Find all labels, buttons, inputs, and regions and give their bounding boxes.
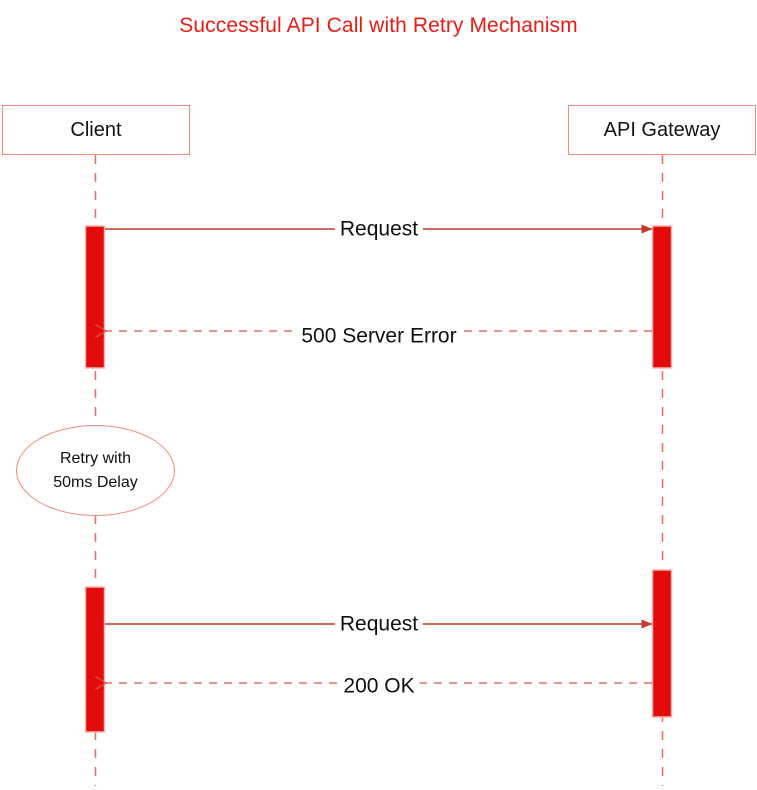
message-label-500-server-error: 500 Server Error [296, 325, 462, 347]
participant-box-api-gateway[interactable]: API Gateway [568, 105, 756, 155]
diagram-title: Successful API Call with Retry Mechanism [179, 14, 578, 37]
message-label-request-2: Request [334, 613, 424, 635]
message-label-request-1: Request [334, 218, 424, 240]
participant-label-api-gateway: API Gateway [603, 118, 721, 141]
note-retry-delay[interactable]: Retry with 50ms Delay [16, 425, 175, 516]
note-retry-delay-line-1: Retry with [59, 450, 132, 468]
participant-box-client[interactable]: Client [2, 105, 190, 155]
activation-bar-client-1 [84, 225, 106, 369]
note-retry-delay-line-2: 50ms Delay [53, 473, 138, 491]
activation-bar-gateway-2 [651, 569, 673, 718]
message-label-200-ok: 200 OK [338, 675, 420, 697]
activation-bar-gateway-1 [651, 225, 673, 369]
activation-bar-client-2 [84, 586, 106, 733]
participant-label-client: Client [70, 118, 122, 141]
